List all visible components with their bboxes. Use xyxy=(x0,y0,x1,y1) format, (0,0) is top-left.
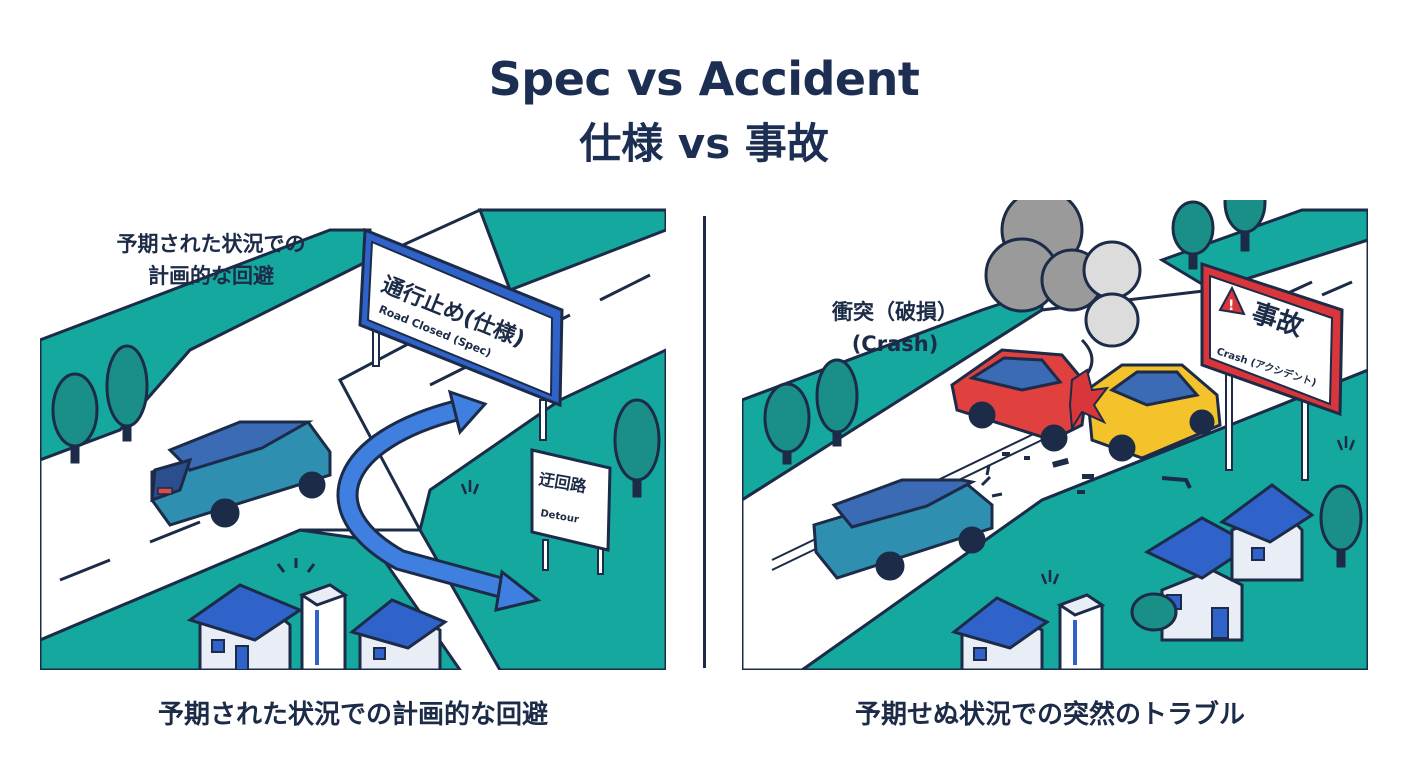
accident-sign: ! 事故 Crash (アクシデント) xyxy=(1200,261,1344,481)
bumper-debris xyxy=(1161,476,1192,489)
grass-tuft xyxy=(1336,436,1356,451)
crash-burst-icon xyxy=(1068,368,1110,432)
tree-icon xyxy=(763,382,811,465)
left-scene: 通行止め(仕様) Road Closed (Spec) 迂回路 Detour xyxy=(40,200,666,670)
right-caption: 予期せぬ状況での突然のトラブル xyxy=(854,700,1245,730)
road-dash xyxy=(1321,280,1353,297)
warning-icon xyxy=(1218,285,1246,316)
left-note-line1: 予期された状況での xyxy=(116,232,306,256)
svg-text:!: ! xyxy=(1228,298,1234,314)
teal-car xyxy=(150,420,332,528)
left-caption: 予期された状況での計画的な回避 xyxy=(157,700,548,730)
detour-sign: 迂回路 Detour xyxy=(530,448,612,575)
left-note: 予期された状況での 計画的な回避 xyxy=(76,228,346,292)
panel-divider xyxy=(703,216,706,668)
bush xyxy=(1130,592,1178,632)
house-icon xyxy=(348,598,449,670)
main-title-english: Spec vs Accident xyxy=(488,52,920,106)
tree-icon xyxy=(51,372,99,464)
right-note-line2: (Crash) xyxy=(851,332,939,356)
left-note-line2: 計画的な回避 xyxy=(148,264,274,288)
right-note: 衝突（破損） (Crash) xyxy=(800,296,990,360)
impact-marks xyxy=(980,464,1003,498)
tree-icon xyxy=(815,358,859,447)
smoke-cloud-icon xyxy=(984,200,1142,382)
tower-building-icon xyxy=(1056,593,1106,670)
tree-icon xyxy=(1223,200,1267,252)
main-title-japanese: 仕様 vs 事故 xyxy=(579,119,829,168)
tree-icon xyxy=(105,344,149,442)
house-icon xyxy=(1218,483,1315,582)
road-dash-5 xyxy=(599,273,651,302)
yellow-car xyxy=(1085,363,1222,462)
tree-icon xyxy=(1171,200,1215,270)
road-closed-sign: 通行止め(仕様) Road Closed (Spec) xyxy=(358,227,564,441)
road-dash-1 xyxy=(59,558,111,582)
tower-building-icon xyxy=(298,583,349,670)
tree-icon xyxy=(613,398,661,498)
grass-top-right xyxy=(477,208,666,292)
house-icon xyxy=(186,583,304,670)
arrow-head-bottom xyxy=(494,569,542,612)
debris xyxy=(1002,452,1094,494)
road-dash-2 xyxy=(149,520,201,544)
tree-icon xyxy=(1319,484,1363,568)
house-icon xyxy=(950,596,1050,670)
red-car xyxy=(950,348,1089,452)
right-note-line1: 衝突（破損） xyxy=(832,300,958,324)
grass-tuft xyxy=(1040,570,1060,585)
grass-tuft xyxy=(460,480,480,495)
pop-marks xyxy=(276,558,316,573)
teal-car xyxy=(812,478,994,581)
arrow-head-top xyxy=(447,389,488,436)
right-scene: ! 事故 Crash (アクシデント) xyxy=(742,200,1368,670)
